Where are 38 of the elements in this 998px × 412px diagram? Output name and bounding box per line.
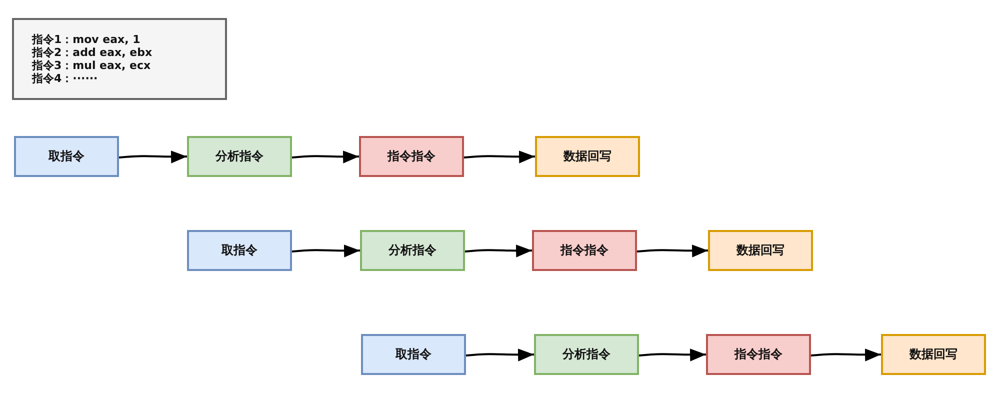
code-note-box xyxy=(12,18,227,100)
code-line: 指令3：mul eax, ecx xyxy=(32,59,151,72)
arrow xyxy=(810,348,882,362)
step-label: 数据回写 xyxy=(910,346,958,363)
arrow xyxy=(636,244,708,258)
process-box xyxy=(535,136,640,177)
arrow xyxy=(638,348,706,362)
arrow xyxy=(466,348,534,362)
code-line: 指令4：······ xyxy=(32,72,98,85)
step-label: 指令指令 xyxy=(734,346,782,363)
arrow xyxy=(464,244,532,258)
step-label: 取指令 xyxy=(396,346,432,363)
arrow xyxy=(464,150,536,164)
step-label: 取指令 xyxy=(48,148,84,165)
arrow xyxy=(118,150,188,164)
process-box xyxy=(360,230,465,271)
process-box xyxy=(881,334,986,375)
step-label: 数据回写 xyxy=(564,148,612,165)
step-label: 取指令 xyxy=(222,242,258,259)
process-box xyxy=(361,334,466,375)
step-label: 分析指令 xyxy=(216,148,264,165)
process-box xyxy=(14,136,119,177)
process-box xyxy=(532,230,637,271)
step-label: 指令指令 xyxy=(388,148,436,165)
process-box xyxy=(708,230,813,271)
step-label: 分析指令 xyxy=(388,242,436,259)
process-box xyxy=(187,136,292,177)
step-label: 分析指令 xyxy=(562,346,610,363)
code-line: 指令1：mov eax, 1 xyxy=(32,33,140,46)
arrow xyxy=(292,150,360,164)
process-box xyxy=(534,334,639,375)
process-box xyxy=(706,334,811,375)
code-line: 指令2：add eax, ebx xyxy=(32,46,152,59)
process-box xyxy=(359,136,464,177)
step-label: 指令指令 xyxy=(560,242,608,259)
arrow xyxy=(292,244,360,258)
process-box xyxy=(187,230,292,271)
step-label: 数据回写 xyxy=(736,242,784,259)
